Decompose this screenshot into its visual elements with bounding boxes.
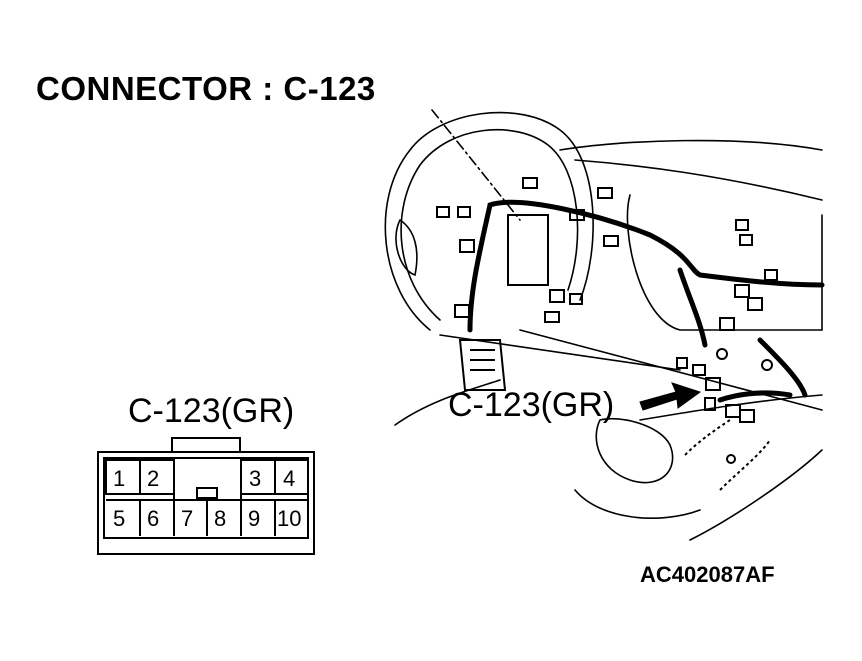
steering-wheel-outline — [384, 111, 594, 331]
connector-key — [196, 487, 218, 499]
pin-9: 9 — [248, 506, 260, 531]
pin-8: 8 — [214, 506, 226, 531]
pin-6: 6 — [147, 506, 159, 531]
pin-10: 10 — [277, 506, 301, 531]
pointer-arrow — [639, 382, 702, 411]
pin-2: 2 — [147, 466, 159, 491]
connector-lock-tab — [171, 437, 241, 453]
pin-1: 1 — [113, 466, 125, 491]
pin-5: 5 — [113, 506, 125, 531]
diagram-title: CONNECTOR : C-123 — [36, 70, 376, 107]
connector-face-label: C-123(GR) — [128, 392, 295, 430]
connector-location-label: C-123(GR) — [448, 386, 615, 424]
connector-inner-frame — [103, 457, 309, 539]
connector-body — [97, 451, 315, 555]
figure-code: AC402087AF — [640, 562, 775, 587]
pin-4: 4 — [283, 466, 295, 491]
pin-3: 3 — [249, 466, 261, 491]
main-harness — [467, 199, 825, 333]
pin-7: 7 — [181, 506, 193, 531]
